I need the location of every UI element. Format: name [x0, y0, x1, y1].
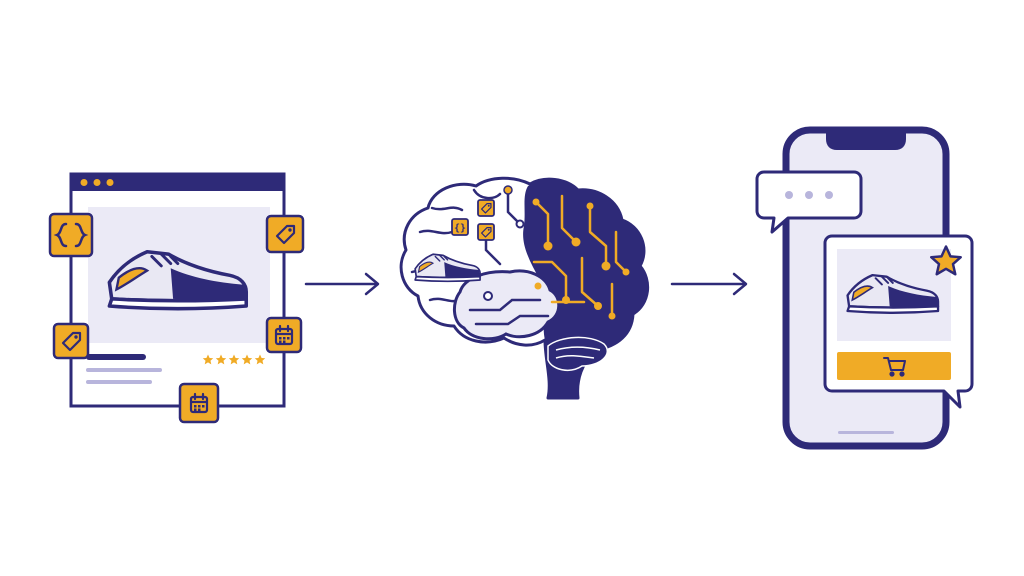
window-dot-icon — [93, 179, 101, 186]
circuit-traces-icon — [532, 194, 628, 318]
flow-arrow-2 — [670, 272, 748, 296]
code-braces-badge — [48, 212, 94, 258]
ai-brain: {} — [399, 176, 650, 400]
browser-title-bar — [71, 174, 284, 191]
product-title-line — [86, 354, 146, 360]
shopping-cart-icon — [883, 357, 906, 377]
window-dot-icon — [106, 179, 114, 186]
phone-notch — [826, 133, 906, 150]
code-braces-icon — [53, 222, 68, 248]
recommendation-card — [823, 234, 974, 409]
price-tag-badge — [265, 214, 305, 254]
add-to-cart-button[interactable] — [837, 352, 951, 380]
description-line — [86, 368, 162, 372]
description-line — [86, 380, 152, 384]
product-web-page — [69, 172, 286, 408]
window-dot-icon — [80, 179, 88, 186]
home-indicator — [838, 431, 894, 434]
circuit-nodes — [532, 198, 630, 320]
price-tag-icon — [477, 223, 495, 241]
svg-text:{}: {} — [454, 223, 466, 234]
code-braces-icon: {} — [451, 218, 469, 236]
flow-arrow-1 — [304, 272, 380, 296]
brain-cerebellum — [547, 336, 609, 372]
price-tag-icon — [477, 199, 495, 217]
calendar-badge-bottom — [178, 382, 220, 424]
price-tag-badge-small — [52, 322, 90, 360]
chat-bubble-icon — [755, 170, 863, 234]
calendar-badge — [265, 316, 303, 354]
